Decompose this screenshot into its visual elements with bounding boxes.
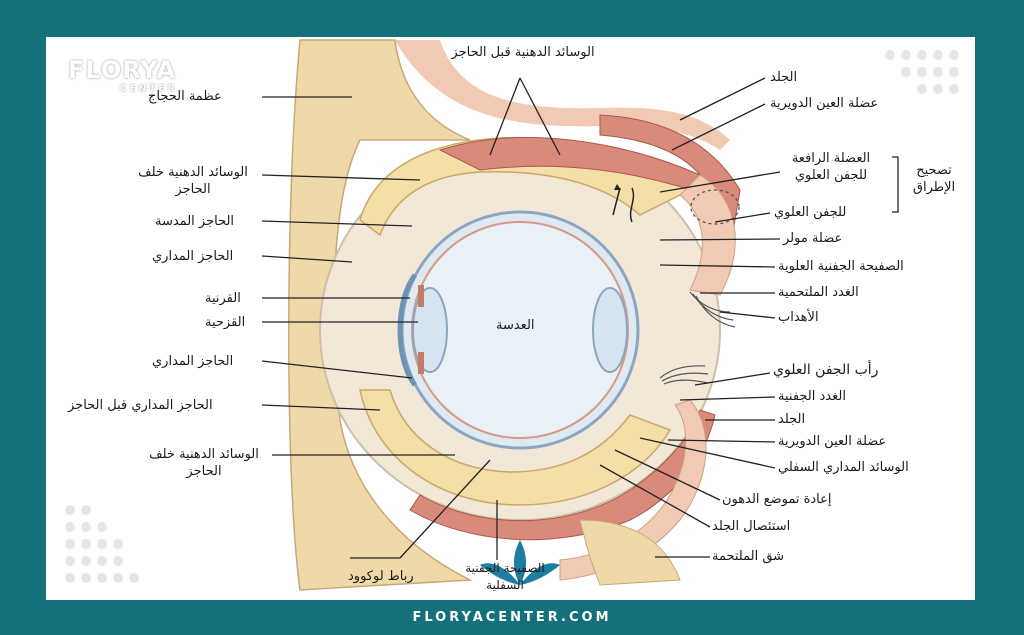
- label-lower-orbital-fat: الوسائد المداري السفلي: [778, 460, 909, 475]
- label-frontal-bone: عظمة الحجاج: [148, 89, 222, 104]
- upper-eyelid: [679, 174, 736, 296]
- levator-arrow-1: [612, 187, 621, 216]
- label-orbicularis-bottom: عضلة العين الدويرية: [778, 434, 887, 449]
- label-orbital-septum-top: الحاجز المداري: [152, 249, 234, 264]
- cornea: [397, 273, 418, 387]
- label-top-fat: الوسائد الدهنية قبل الحاجز: [451, 45, 595, 60]
- label-cornea: القرنية: [205, 291, 241, 306]
- label-preseptal-orbital: الحاجز المداري قبل الحاجز: [68, 398, 213, 413]
- lens-posterior: [592, 287, 628, 373]
- florya-logo: FLORYA: [68, 56, 177, 84]
- footer-url[interactable]: FLORYACENTER.COM: [412, 610, 612, 625]
- label-tarsal-plate-lower: الصفيحة الجفنية السفلية: [465, 561, 545, 592]
- lens-anterior: [412, 287, 448, 373]
- maxilla-bone: [579, 519, 681, 586]
- label-lens: العدسة: [496, 318, 535, 333]
- label-conj-glands: الغدد الملتحمية: [778, 285, 859, 300]
- lower-fat-pad: [359, 389, 672, 506]
- label-ptosis-correction: تصحيح الإطراق: [912, 163, 956, 195]
- label-tarsal-plate-upper: الصفيحة الجفنية العلوية: [778, 259, 904, 274]
- label-levator: العضلة الرافعة للجفن العلوي: [791, 151, 871, 183]
- orbicularis-lower: [409, 409, 716, 541]
- label-skin-excision: استئصال الجلد: [712, 519, 791, 534]
- label-iris: القزحية: [205, 315, 246, 330]
- label-post-fat: الوسائد الدهنية خلف الحاجز: [138, 165, 248, 197]
- ptosis-bracket: [892, 156, 899, 213]
- florya-emblem-icon: [480, 540, 560, 585]
- upper-lashes: [689, 291, 736, 328]
- pointer-lines: [261, 77, 781, 560]
- levator-arrow-2: [629, 187, 635, 223]
- label-fat-repositioning: إعادة تموضع الدهون: [722, 492, 832, 507]
- iris-lower: [418, 352, 424, 374]
- lower-lashes: [659, 365, 709, 385]
- label-post-fat-bottom: الوسائد الدهنية خلف الحاجز: [149, 447, 259, 479]
- label-upper-lid: للجفن العلوي: [774, 205, 847, 220]
- label-skin-bottom: الجلد: [778, 412, 806, 427]
- label-muller: عضلة مولر: [783, 231, 843, 246]
- label-orbital-septum-bottom: الحاجز المداري: [152, 354, 234, 369]
- decorative-dots: [65, 50, 959, 583]
- florya-logo-sub: CENTER: [120, 84, 178, 94]
- label-lashes: الأهداب: [778, 310, 819, 325]
- label-tarsal-glands: الغدد الجفنية: [778, 389, 846, 404]
- label-lockwood: رباط لوكوود: [348, 569, 414, 584]
- iris-upper: [418, 285, 424, 307]
- label-orbicularis-top: عضلة العين الدويرية: [770, 96, 879, 111]
- label-mad-septum: الحاجز المدسة: [155, 214, 235, 229]
- label-upper-lid-head: رأب الجفن العلوي: [773, 362, 879, 378]
- ptosis-correction-zone: [690, 189, 740, 225]
- label-skin-top: الجلد: [770, 70, 798, 85]
- label-conj-incision: شق الملتحمة: [712, 549, 785, 564]
